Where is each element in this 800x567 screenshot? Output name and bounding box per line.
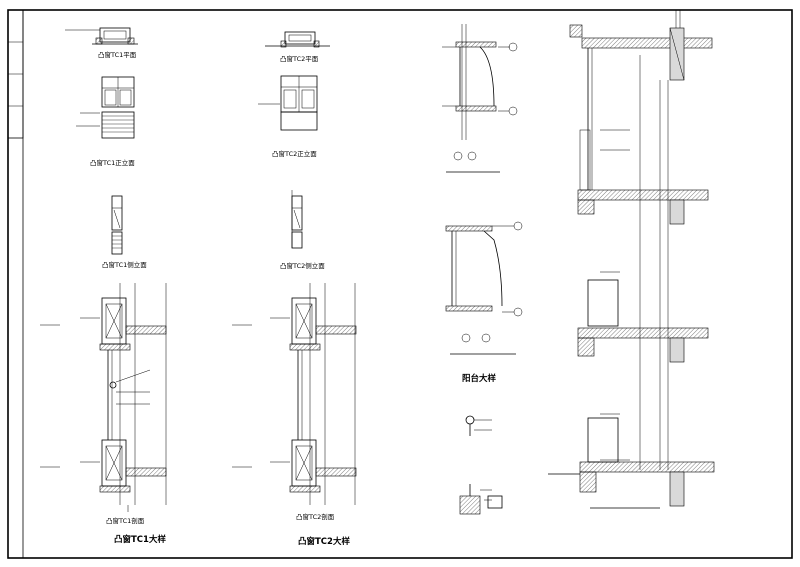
anchor-detail bbox=[459, 484, 503, 515]
tc1-plan-title: 凸窗TC1平面 bbox=[98, 51, 137, 59]
tc2-front-title: 凸窗TC2正立面 bbox=[272, 150, 317, 158]
balcony-detail-upper bbox=[442, 24, 518, 173]
tc2-plan-view bbox=[265, 31, 330, 48]
building-section bbox=[548, 10, 715, 509]
tc2-detail-title: 凸窗TC2大样 bbox=[298, 537, 350, 547]
tc1-side-title: 凸窗TC1侧立面 bbox=[102, 261, 147, 269]
balcony-detail-lower bbox=[445, 221, 523, 355]
tc2-plan-title: 凸窗TC2平面 bbox=[280, 55, 319, 63]
tc1-plan-view bbox=[65, 27, 138, 45]
tc1-detail-title: 凸窗TC1大样 bbox=[114, 535, 166, 545]
sheet-frame bbox=[7, 9, 793, 559]
balcony-detail-title: 阳台大样 bbox=[462, 374, 497, 384]
tc2-side-elevation bbox=[291, 190, 303, 249]
tc1-front-title: 凸窗TC1正立面 bbox=[90, 159, 135, 167]
railing-detail bbox=[465, 415, 492, 436]
tc1-side-elevation bbox=[111, 195, 123, 255]
tc2-section bbox=[232, 283, 357, 505]
tc1-section bbox=[40, 283, 167, 512]
tc2-front-elevation bbox=[258, 75, 318, 131]
tc1-section-title: 凸窗TC1剖面 bbox=[106, 517, 145, 525]
tc2-section-title: 凸窗TC2剖面 bbox=[296, 513, 335, 521]
tc1-front-elevation bbox=[76, 76, 135, 139]
tc2-side-title: 凸窗TC2侧立面 bbox=[280, 262, 325, 270]
